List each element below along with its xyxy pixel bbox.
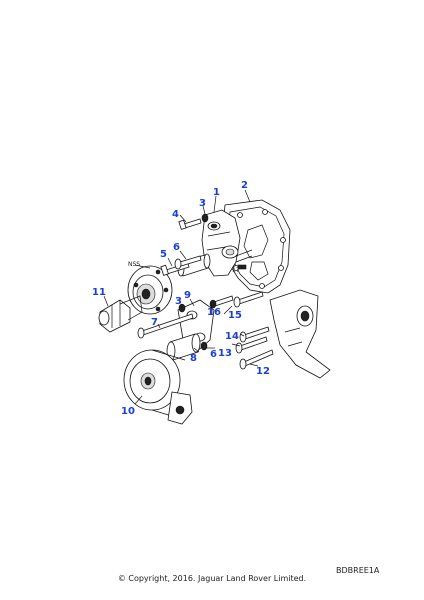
callout-9: 9 (184, 290, 191, 301)
steering-pump-bracket (269, 289, 331, 379)
copyright-notice: © Copyright, 2016. Jaguar Land Rover Lim… (117, 574, 307, 583)
bolt-7 (137, 313, 194, 339)
washer-6-lower (200, 341, 208, 351)
diagram-reference-code: BDBREE1A (336, 566, 380, 575)
callout-3-lower: 3 (175, 296, 182, 307)
callout-6-top: 6 (173, 242, 180, 253)
callout-11: 11 (92, 287, 106, 298)
callout-14: 14 (225, 331, 239, 342)
fan-nut (98, 295, 143, 333)
idler-pulley (123, 349, 193, 425)
callout-3-top: 3 (199, 198, 206, 209)
small-mark-17: 17 (232, 267, 240, 274)
bolt-15 (233, 291, 264, 308)
callout-10: 10 (121, 406, 135, 417)
callout-2: 2 (241, 180, 248, 191)
callout-8: 8 (190, 353, 197, 364)
bolt-16 (209, 295, 234, 309)
callout-labels: 1 2 3 4 5 6 11 3 9 7 16 15 8 6 13 14 12 … (92, 180, 270, 417)
water-pump-body (201, 209, 253, 277)
callout-16: 16 (207, 307, 221, 318)
idler-spindle (166, 333, 201, 361)
leader-lines (103, 189, 259, 405)
bolt-4 (178, 218, 202, 230)
pump-housing (221, 199, 291, 294)
callout-4: 4 (172, 209, 179, 220)
callout-1: 1 (213, 187, 220, 198)
bolt-12 (239, 349, 274, 370)
bolt-6-top (174, 255, 202, 270)
washer-3-top (201, 213, 209, 223)
callout-5: 5 (160, 249, 167, 260)
callout-7: 7 (151, 317, 158, 328)
callout-15: 15 (228, 310, 242, 321)
nss-label: NSS (128, 261, 140, 268)
washer-3-lower (178, 303, 186, 313)
callout-12: 12 (256, 366, 270, 377)
callout-6-lower: 6 (210, 349, 217, 360)
callout-13: 13 (218, 348, 232, 359)
